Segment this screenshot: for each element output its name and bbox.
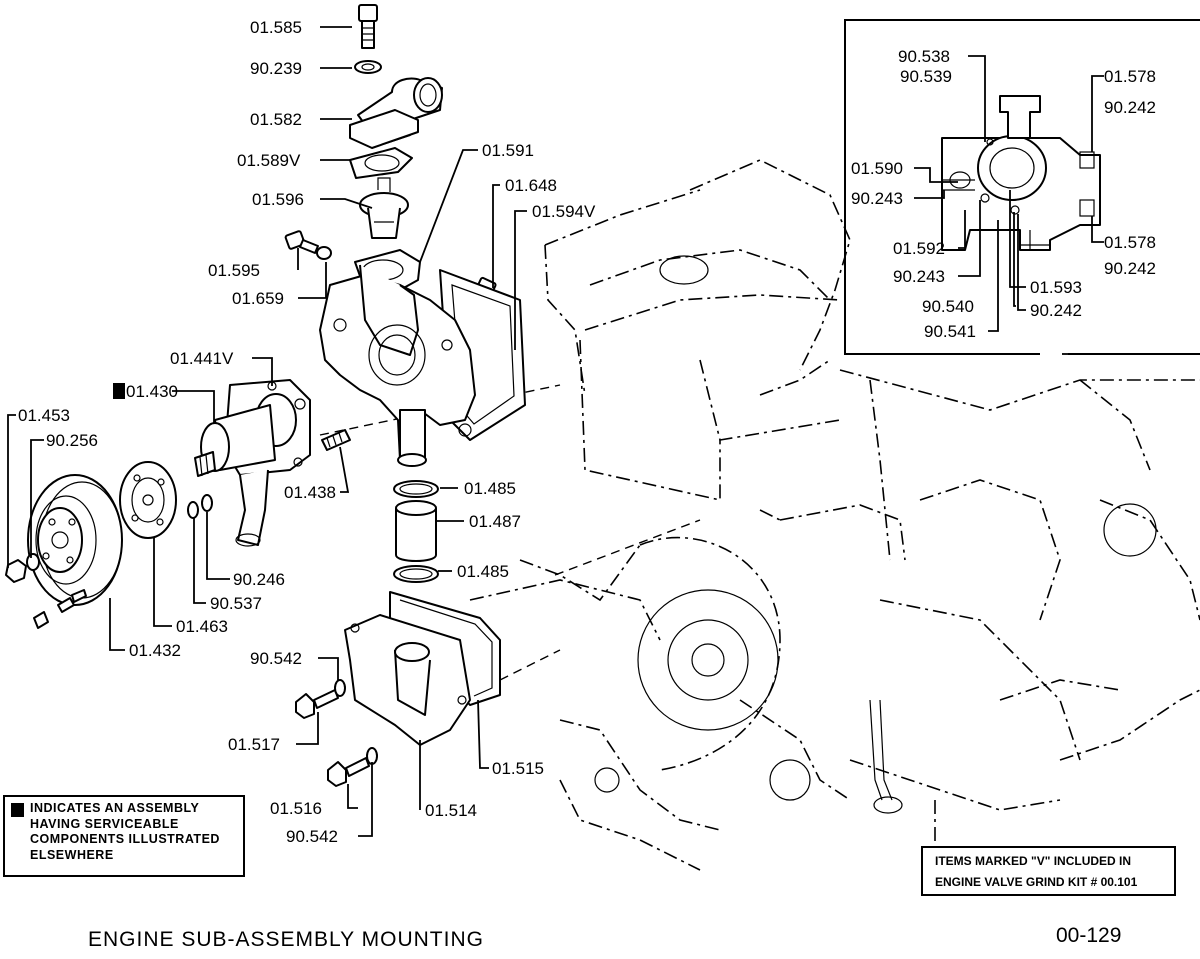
inset-label-01-578-top: 01.578 xyxy=(1104,67,1156,86)
water-pump-assembly xyxy=(194,379,311,547)
label-01-438: 01.438 xyxy=(284,483,336,502)
label-01-659: 01.659 xyxy=(232,289,284,308)
inset-label-90-242-bottom: 90.242 xyxy=(1104,259,1156,278)
fan-pulley xyxy=(5,461,213,629)
label-01-485-bottom: 01.485 xyxy=(457,562,509,581)
label-01-596: 01.596 xyxy=(252,190,304,209)
label-01-585: 01.585 xyxy=(250,18,302,37)
kit-note-line-2: ENGINE VALVE GRIND KIT # 00.101 xyxy=(935,875,1138,889)
inset-label-90-242-top: 90.242 xyxy=(1104,98,1156,117)
legend-box: INDICATES AN ASSEMBLY HAVING SERVICEABLE… xyxy=(3,795,245,877)
assembly-marker-icon xyxy=(113,383,125,399)
label-90-542-bottom: 90.542 xyxy=(286,827,338,846)
legend-text: INDICATES AN ASSEMBLY HAVING SERVICEABLE… xyxy=(30,801,220,862)
inset-label-90-539: 90.539 xyxy=(900,67,952,86)
page-number: 00-129 xyxy=(1056,924,1122,947)
label-01-485-top: 01.485 xyxy=(464,479,516,498)
inset-label-01-593: 01.593 xyxy=(1030,278,1082,297)
inset-label-90-243-bottom: 90.243 xyxy=(893,267,945,286)
lower-outlet-housing xyxy=(295,591,501,787)
thermostat-housing-stack xyxy=(284,4,497,307)
label-90-542-top: 90.542 xyxy=(250,649,302,668)
label-01-430: 01.430 xyxy=(126,382,178,401)
kit-note-line-1: ITEMS MARKED "V" INCLUDED IN xyxy=(935,854,1132,868)
label-01-582: 01.582 xyxy=(250,110,302,129)
label-01-589v: 01.589V xyxy=(237,151,301,170)
inset-label-90-242-mid: 90.242 xyxy=(1030,301,1082,320)
label-90-246: 90.246 xyxy=(233,570,285,589)
label-01-432: 01.432 xyxy=(129,641,181,660)
inset-label-01-590: 01.590 xyxy=(851,159,903,178)
valve-grind-kit-note: ITEMS MARKED "V" INCLUDED IN ENGINE VALV… xyxy=(921,846,1176,896)
label-01-517: 01.517 xyxy=(228,735,280,754)
bypass-hose xyxy=(393,480,439,583)
leader-lines xyxy=(7,26,527,837)
assembly-marker-icon xyxy=(11,803,24,817)
part-labels: 01.585 90.239 01.582 01.589V 01.596 01.5… xyxy=(18,18,596,846)
pump-housing xyxy=(319,264,526,467)
inset-label-01-592: 01.592 xyxy=(893,239,945,258)
label-01-515: 01.515 xyxy=(492,759,544,778)
label-90-537: 90.537 xyxy=(210,594,262,613)
inset-label-90-243-top: 90.243 xyxy=(851,189,903,208)
label-01-516: 01.516 xyxy=(270,799,322,818)
label-01-441v: 01.441V xyxy=(170,349,234,368)
label-01-648: 01.648 xyxy=(505,176,557,195)
label-01-463: 01.463 xyxy=(176,617,228,636)
label-01-514: 01.514 xyxy=(425,801,477,820)
label-01-453: 01.453 xyxy=(18,406,70,425)
inset-detail: 90.538 90.539 01.578 90.242 01.590 90.24… xyxy=(844,19,1200,355)
label-01-487: 01.487 xyxy=(469,512,521,531)
diagram-caption: ENGINE SUB-ASSEMBLY MOUNTING xyxy=(88,928,484,951)
label-01-591: 01.591 xyxy=(482,141,534,160)
label-01-594v: 01.594V xyxy=(532,202,596,221)
inset-label-01-578-bottom: 01.578 xyxy=(1104,233,1156,252)
inset-label-90-538: 90.538 xyxy=(898,47,950,66)
label-90-239: 90.239 xyxy=(250,59,302,78)
engine-block-drawing xyxy=(319,159,1200,871)
inset-label-90-541: 90.541 xyxy=(924,322,976,341)
label-01-595: 01.595 xyxy=(208,261,260,280)
inset-label-90-540: 90.540 xyxy=(922,297,974,316)
label-90-256: 90.256 xyxy=(46,431,98,450)
